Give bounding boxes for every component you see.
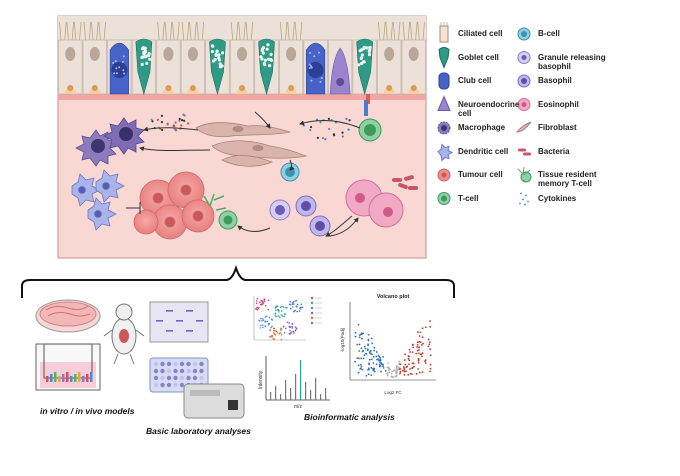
cilia-layer: [59, 21, 425, 41]
legend-label: Dendritic cell: [458, 146, 509, 156]
trm-cell-icon: [517, 166, 532, 183]
macrophage-cells: [75, 117, 145, 167]
mouse-model: [103, 303, 145, 365]
club-cell-icon: [438, 72, 450, 90]
bioinfo-caption: Bioinformatic analysis: [304, 412, 395, 422]
mass-spectrum: Intensity m/z: [258, 356, 330, 410]
ciliated-cell-icon: [439, 22, 449, 43]
tissue-panel: [57, 15, 427, 259]
tsne-plot: [248, 292, 322, 344]
legend-label: Basophil: [538, 76, 572, 85]
t-cell-icon: [437, 192, 451, 205]
volcano-plot: Volcano plot Log2 FC -log10(Padj): [338, 290, 438, 395]
dendritic-cell-icon: [437, 143, 454, 162]
mass-xlabel: m/z: [294, 404, 303, 410]
fibroblast-cluster: [195, 122, 308, 167]
in-vitro-caption: in vitro / in vivo models: [40, 406, 135, 416]
cytokines-icon: [519, 192, 529, 206]
lab-caption: Basic laboratory analyses: [146, 426, 251, 436]
epithelial-layer: [58, 38, 426, 104]
brace: [21, 264, 455, 298]
volcano-title: Volcano plot: [377, 294, 410, 300]
granule-basophil-icon: [517, 51, 531, 64]
basophil-group: [269, 195, 331, 237]
legend-label: Club cell: [458, 76, 492, 85]
b-cell-mid: [280, 162, 300, 182]
well-plate: [149, 357, 209, 393]
goblet-cell-icon: [438, 47, 450, 69]
legend-label: Goblet cell: [458, 52, 499, 62]
plate-reader: [183, 383, 245, 419]
mass-ylabel: Intensity: [258, 370, 264, 389]
legend-label: Eosinophil: [538, 99, 579, 109]
transwell-plate: [35, 343, 101, 391]
fibroblast-icon: [515, 121, 532, 133]
legend-label: B-cell: [538, 29, 560, 38]
legend-label: Tumour cell: [458, 170, 503, 179]
methods-panel: Intensity m/z Volcano plot Log2 FC -log1…: [35, 290, 438, 419]
t-cell-top: [358, 100, 382, 142]
legend-label: Granule releasing basophil: [538, 52, 606, 71]
basophil-icon: [517, 74, 531, 88]
legend-label: T-cell: [458, 193, 479, 203]
legend-label: Neuroendocrine cell: [458, 99, 520, 118]
gel-electrophoresis: [149, 301, 209, 343]
trm-t-cell: [203, 193, 238, 230]
dendritic-cells: [71, 169, 125, 231]
petri-dish: [35, 299, 101, 333]
neuroendocrine-cell-icon: [437, 95, 451, 111]
bacteria-group: [392, 175, 418, 190]
legend-label: Bacteria: [538, 146, 570, 156]
legend-label: Fibroblast: [538, 123, 577, 132]
volcano-xlabel: Log2 FC: [384, 390, 402, 395]
b-cell-icon: [517, 27, 531, 41]
submucosa-cells: [71, 100, 418, 240]
eosinophil-icon: [517, 98, 531, 111]
legend-label: Tissue resident memory T-cell: [538, 170, 597, 188]
legend-label: Cytokines: [538, 193, 577, 203]
tumour-cell-icon: [437, 168, 451, 182]
macrophage-icon: [437, 121, 451, 135]
tumour-cluster: [133, 171, 215, 240]
bacteria-icon: [518, 148, 531, 156]
legend-label: Ciliated cell: [458, 29, 503, 38]
eosinophil-group: [345, 179, 404, 228]
volcano-ylabel: -log10(Padj): [340, 327, 345, 352]
legend-label: Macrophage: [458, 123, 506, 132]
legend-icons: [437, 22, 532, 206]
